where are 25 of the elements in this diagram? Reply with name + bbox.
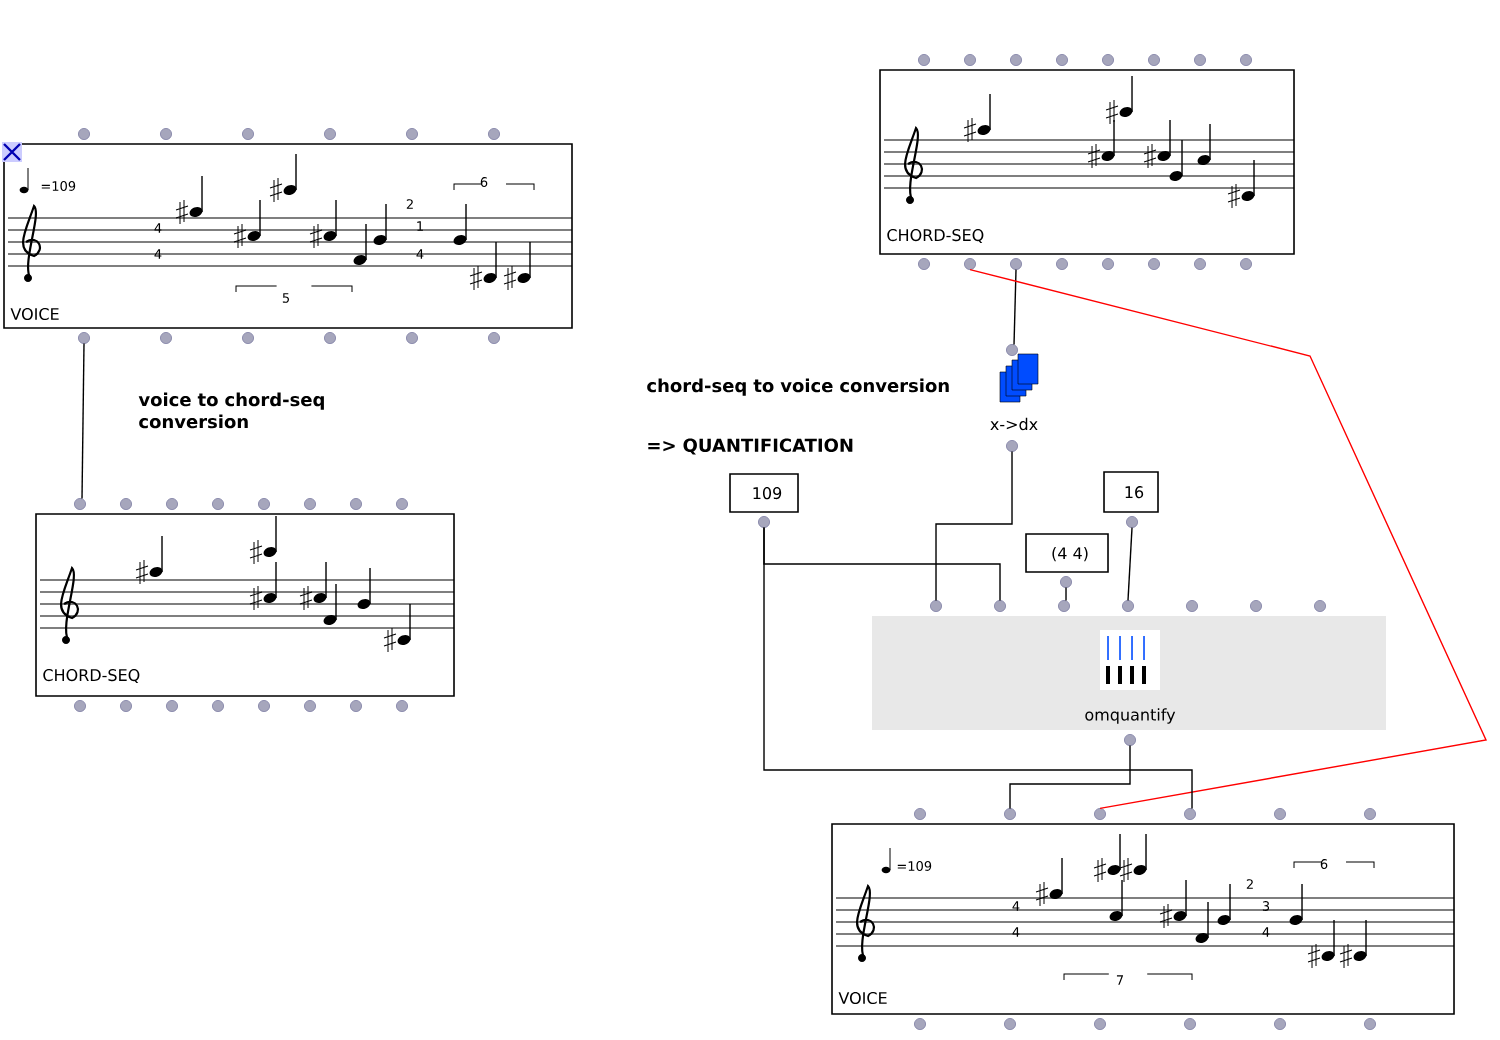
object-label: VOICE (10, 307, 59, 321)
score-box (3, 128, 573, 344)
connection-line (1013, 268, 1017, 346)
comment-text: => QUANTIFICATION (648, 438, 853, 455)
function-box (872, 600, 1386, 746)
value-box: 109 (729, 473, 799, 528)
connection-line (763, 526, 1193, 810)
connection-line (1009, 744, 1131, 810)
object-label: omquantify (1085, 708, 1176, 724)
comment-text: voice to chord-seq conversion (138, 392, 324, 429)
value-box: (4 4) (1025, 533, 1109, 588)
object-label: CHORD-SEQ (43, 669, 140, 683)
comment-text: chord-seq to voice conversion (647, 378, 949, 396)
score-box (35, 498, 455, 712)
function-box (990, 344, 1039, 452)
object-label: x->dx (990, 417, 1038, 431)
value-box: 16 (1103, 471, 1159, 528)
object-label: VOICE (838, 991, 887, 1005)
connection-line (935, 450, 1013, 602)
connection-line (1065, 586, 1067, 602)
score-box (879, 54, 1295, 270)
connection-line (969, 268, 1488, 810)
score-box (831, 808, 1455, 1030)
connection-line (81, 342, 85, 500)
object-label: CHORD-SEQ (887, 229, 984, 243)
